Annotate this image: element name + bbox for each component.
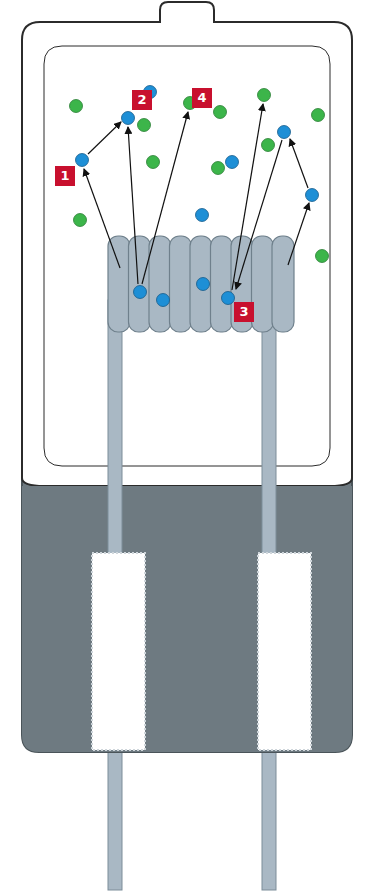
molybdenum-foil — [258, 553, 311, 750]
migration-arrows — [84, 104, 309, 290]
coil-winding — [170, 236, 192, 332]
gas-atoms — [70, 86, 329, 307]
halogen-atom — [262, 139, 275, 152]
tungsten-atom — [197, 278, 210, 291]
tungsten-atom — [157, 294, 170, 307]
migration-arrow — [290, 139, 308, 188]
tungsten-atom — [122, 112, 135, 125]
migration-arrow — [236, 140, 282, 289]
tungsten-atom — [222, 292, 235, 305]
callout-number: 3 — [234, 302, 254, 322]
coil-winding — [190, 236, 212, 332]
halogen-atom — [138, 119, 151, 132]
halogen-atom — [74, 214, 87, 227]
callout-number: 2 — [132, 90, 152, 110]
coil-winding — [252, 236, 274, 332]
tungsten-atom — [196, 209, 209, 222]
tungsten-atom — [278, 126, 291, 139]
migration-arrow — [128, 127, 138, 284]
callout-number: 4 — [192, 88, 212, 108]
coil-winding — [211, 236, 233, 332]
coil-winding — [149, 236, 171, 332]
migration-arrow — [142, 112, 188, 284]
tungsten-atom — [76, 154, 89, 167]
halogen-atom — [312, 109, 325, 122]
migration-arrow — [288, 203, 309, 265]
tungsten-atom — [306, 189, 319, 202]
halogen-atom — [212, 162, 225, 175]
glass-inner-wall — [44, 46, 330, 466]
coil-winding — [108, 236, 130, 332]
halogen-atom — [147, 156, 160, 169]
migration-arrow — [84, 169, 120, 268]
coil-winding — [231, 236, 253, 332]
halogen-atom — [70, 100, 83, 113]
tungsten-atom — [134, 286, 147, 299]
tungsten-atom — [226, 156, 239, 169]
pinch-base — [22, 470, 352, 752]
pinch-base — [22, 486, 352, 752]
callout-number: 1 — [55, 166, 75, 186]
migration-arrow — [88, 122, 121, 154]
glass-envelope — [22, 2, 352, 486]
halogen-atom — [316, 250, 329, 263]
molybdenum-foil — [92, 553, 145, 750]
coil-winding — [129, 236, 151, 332]
halogen-atom — [214, 106, 227, 119]
migration-arrow — [232, 104, 263, 290]
pin — [262, 740, 276, 890]
halogen-atom — [258, 89, 271, 102]
coil-winding — [272, 236, 294, 332]
pin — [108, 740, 122, 890]
